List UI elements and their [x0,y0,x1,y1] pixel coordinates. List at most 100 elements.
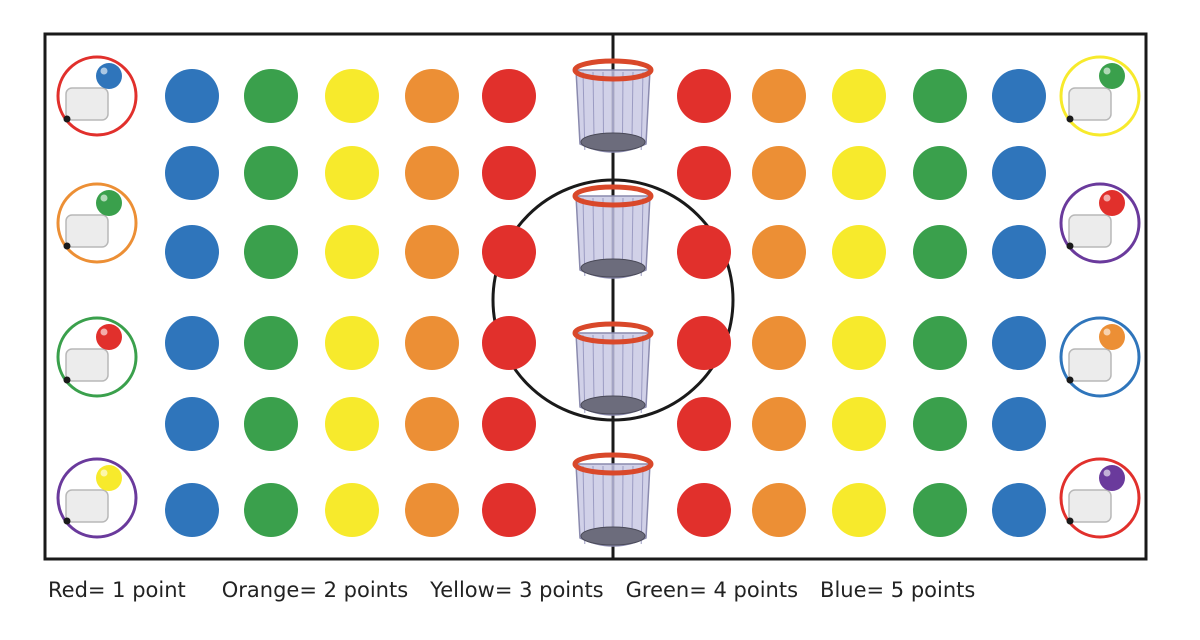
legend-red: Red= 1 point [48,578,186,602]
spot-yellow [325,225,379,279]
legend-green: Green= 4 points [625,578,799,602]
spot-blue [992,397,1046,451]
spot-green [244,225,298,279]
spot-red [482,397,536,451]
center-circle [491,178,735,422]
spot-yellow [325,483,379,537]
tablet-button-icon [63,517,71,525]
player-station [56,457,138,539]
legend-yellow: Yellow= 3 points [430,578,604,602]
spot-blue [992,69,1046,123]
tablet-icon [1068,348,1112,382]
spot-green [244,483,298,537]
spot-green [244,69,298,123]
ball-blue [96,63,122,89]
tablet-icon [1068,489,1112,523]
ball-highlight [1103,67,1111,75]
basket [572,58,654,153]
player-station [56,182,138,264]
spot-red [677,69,731,123]
spot-blue [992,483,1046,537]
ball-purple [1099,465,1125,491]
spot-red [482,225,536,279]
basket [572,321,654,416]
floor-spots [165,69,1046,537]
tablet-button-icon [1066,376,1074,384]
spot-orange [405,146,459,200]
spot-red [482,146,536,200]
spot-red [677,225,731,279]
ball-highlight [1103,469,1111,477]
spot-green [913,225,967,279]
ball-highlight [100,67,108,75]
ball-orange [1099,324,1125,350]
ball-red [96,324,122,350]
spot-blue [165,397,219,451]
tablet-button-icon [1066,242,1074,250]
spot-yellow [832,397,886,451]
spot-blue [165,483,219,537]
spot-yellow [832,69,886,123]
ball-green [96,190,122,216]
spot-blue [992,225,1046,279]
spot-orange [405,397,459,451]
tablet-icon [65,87,109,121]
player-stations [56,55,1141,539]
tablet-icon [65,348,109,382]
spot-orange [752,69,806,123]
spot-blue [992,146,1046,200]
player-station [1059,55,1141,137]
spot-green [913,397,967,451]
spot-red [677,397,731,451]
spot-yellow [832,225,886,279]
spot-red [677,316,731,370]
tablet-icon [65,489,109,523]
spot-orange [752,397,806,451]
spot-yellow [832,483,886,537]
player-station [1059,182,1141,264]
spot-yellow [325,316,379,370]
baskets [572,58,654,547]
spot-blue [992,316,1046,370]
spot-blue [165,225,219,279]
ball-red [1099,190,1125,216]
spot-green [913,483,967,537]
spot-orange [405,69,459,123]
spot-red [677,483,731,537]
spot-yellow [325,69,379,123]
ball-highlight [100,328,108,336]
spot-red [482,483,536,537]
tablet-button-icon [1066,517,1074,525]
spot-green [244,146,298,200]
tablet-button-icon [63,242,71,250]
basket [572,452,654,547]
spot-orange [752,225,806,279]
spot-green [913,146,967,200]
game-field-diagram [43,32,1148,561]
spot-green [244,397,298,451]
player-station [1059,457,1141,539]
spot-red [677,146,731,200]
player-station [56,55,138,137]
spot-yellow [832,146,886,200]
tablet-button-icon [63,115,71,123]
spot-yellow [832,316,886,370]
tablet-icon [1068,87,1112,121]
spot-orange [752,316,806,370]
spot-blue [165,146,219,200]
spot-red [482,69,536,123]
spot-orange [405,316,459,370]
spot-yellow [325,146,379,200]
legend-blue: Blue= 5 points [820,578,976,602]
tablet-button-icon [63,376,71,384]
spot-red [482,316,536,370]
spot-blue [165,316,219,370]
spot-green [913,69,967,123]
spot-blue [165,69,219,123]
spot-orange [405,225,459,279]
spot-orange [405,483,459,537]
tablet-button-icon [1066,115,1074,123]
spot-orange [752,483,806,537]
spot-green [913,316,967,370]
ball-highlight [100,194,108,202]
